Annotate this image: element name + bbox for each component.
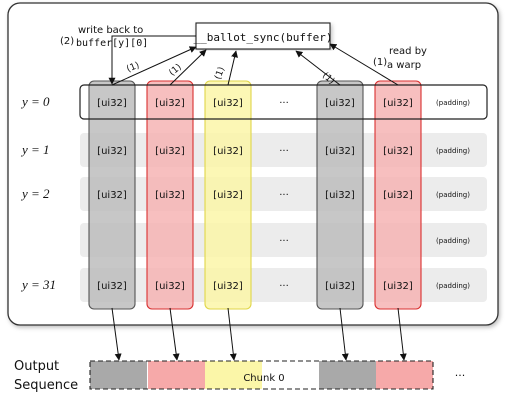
read-text-2: a warp [387, 60, 421, 71]
cell-0-4: [ui32] [325, 98, 355, 109]
ballot-sync-call: __ballot_sync(buffer) [193, 31, 332, 44]
cell-1-5: [ui32] [383, 146, 413, 157]
output-segment-4 [319, 361, 376, 389]
cell-1-2: [ui32] [213, 146, 243, 157]
row-label-0: y = 0 [20, 94, 50, 109]
cell-1-1: [ui32] [155, 146, 185, 157]
output-arrow-6 [397, 307, 407, 361]
output-arrow-3 [227, 307, 237, 361]
cell-1-3: ··· [279, 146, 289, 157]
chunk-0-outline [89, 360, 434, 390]
chunk-label: Chunk 0 [243, 373, 284, 384]
padding-label-1: (padding) [436, 147, 470, 155]
padding-label-4: (padding) [436, 282, 470, 290]
cell-1-4: [ui32] [325, 146, 355, 157]
output-segment-0 [90, 361, 147, 389]
row-0-highlight [79, 84, 488, 120]
read-step: (1) [373, 57, 387, 68]
cell-1-0: [ui32] [97, 146, 127, 157]
cell-3-3: ··· [279, 236, 289, 247]
cell-4-3: ··· [279, 281, 289, 292]
cell-4-1: [ui32] [155, 281, 185, 292]
cell-4-0: [ui32] [97, 281, 127, 292]
cell-0-2: [ui32] [213, 98, 243, 109]
writeback-step: (2) [60, 36, 74, 47]
write-back-arrow [108, 35, 196, 85]
padding-label-3: (padding) [436, 237, 470, 245]
cell-4-4: [ui32] [325, 281, 355, 292]
read-text-1: read by [389, 46, 427, 57]
cell-2-0: [ui32] [97, 190, 127, 201]
read-arrow-5 [295, 50, 341, 86]
row-label-4: y = 31 [20, 277, 56, 292]
cell-2-1: [ui32] [155, 190, 185, 201]
cell-0-5: [ui32] [383, 98, 413, 109]
cell-2-3: ··· [279, 190, 289, 201]
output-segment-1 [148, 361, 205, 389]
output-segment-5 [376, 361, 433, 389]
output-arrow-2 [169, 307, 180, 361]
output-arrow-1 [111, 307, 122, 361]
writeback-text: write back to [78, 25, 143, 36]
read-arrow-2 [169, 49, 207, 86]
cell-0-3: ··· [279, 98, 289, 109]
cell-2-2: [ui32] [213, 190, 243, 201]
cell-2-5: [ui32] [383, 190, 413, 201]
step-label-c: (1) [213, 66, 227, 81]
cell-4-5: [ui32] [383, 281, 413, 292]
cell-4-2: [ui32] [213, 281, 243, 292]
row-label-1: y = 1 [20, 142, 50, 157]
output-label-2: Sequence [14, 378, 78, 393]
cell-0-0: [ui32] [97, 98, 127, 109]
read-arrow-3 [227, 50, 238, 86]
ballot-sync-box [195, 22, 331, 50]
read-arrow-6 [329, 43, 399, 86]
padding-label-0: (padding) [436, 99, 470, 107]
read-arrow-1 [111, 46, 197, 86]
output-ellipsis: ··· [455, 369, 466, 382]
output-segment-3 [262, 361, 319, 389]
output-arrow-5 [339, 307, 349, 361]
padding-label-2: (padding) [436, 191, 470, 199]
step-label-a: (1) [125, 61, 141, 75]
output-segment-2 [205, 361, 262, 389]
cell-0-1: [ui32] [155, 98, 185, 109]
cell-2-4: [ui32] [325, 190, 355, 201]
output-label-1: Output [14, 359, 59, 374]
row-label-2: y = 2 [20, 186, 50, 201]
writeback-code: buffer[y][0] [76, 38, 148, 49]
